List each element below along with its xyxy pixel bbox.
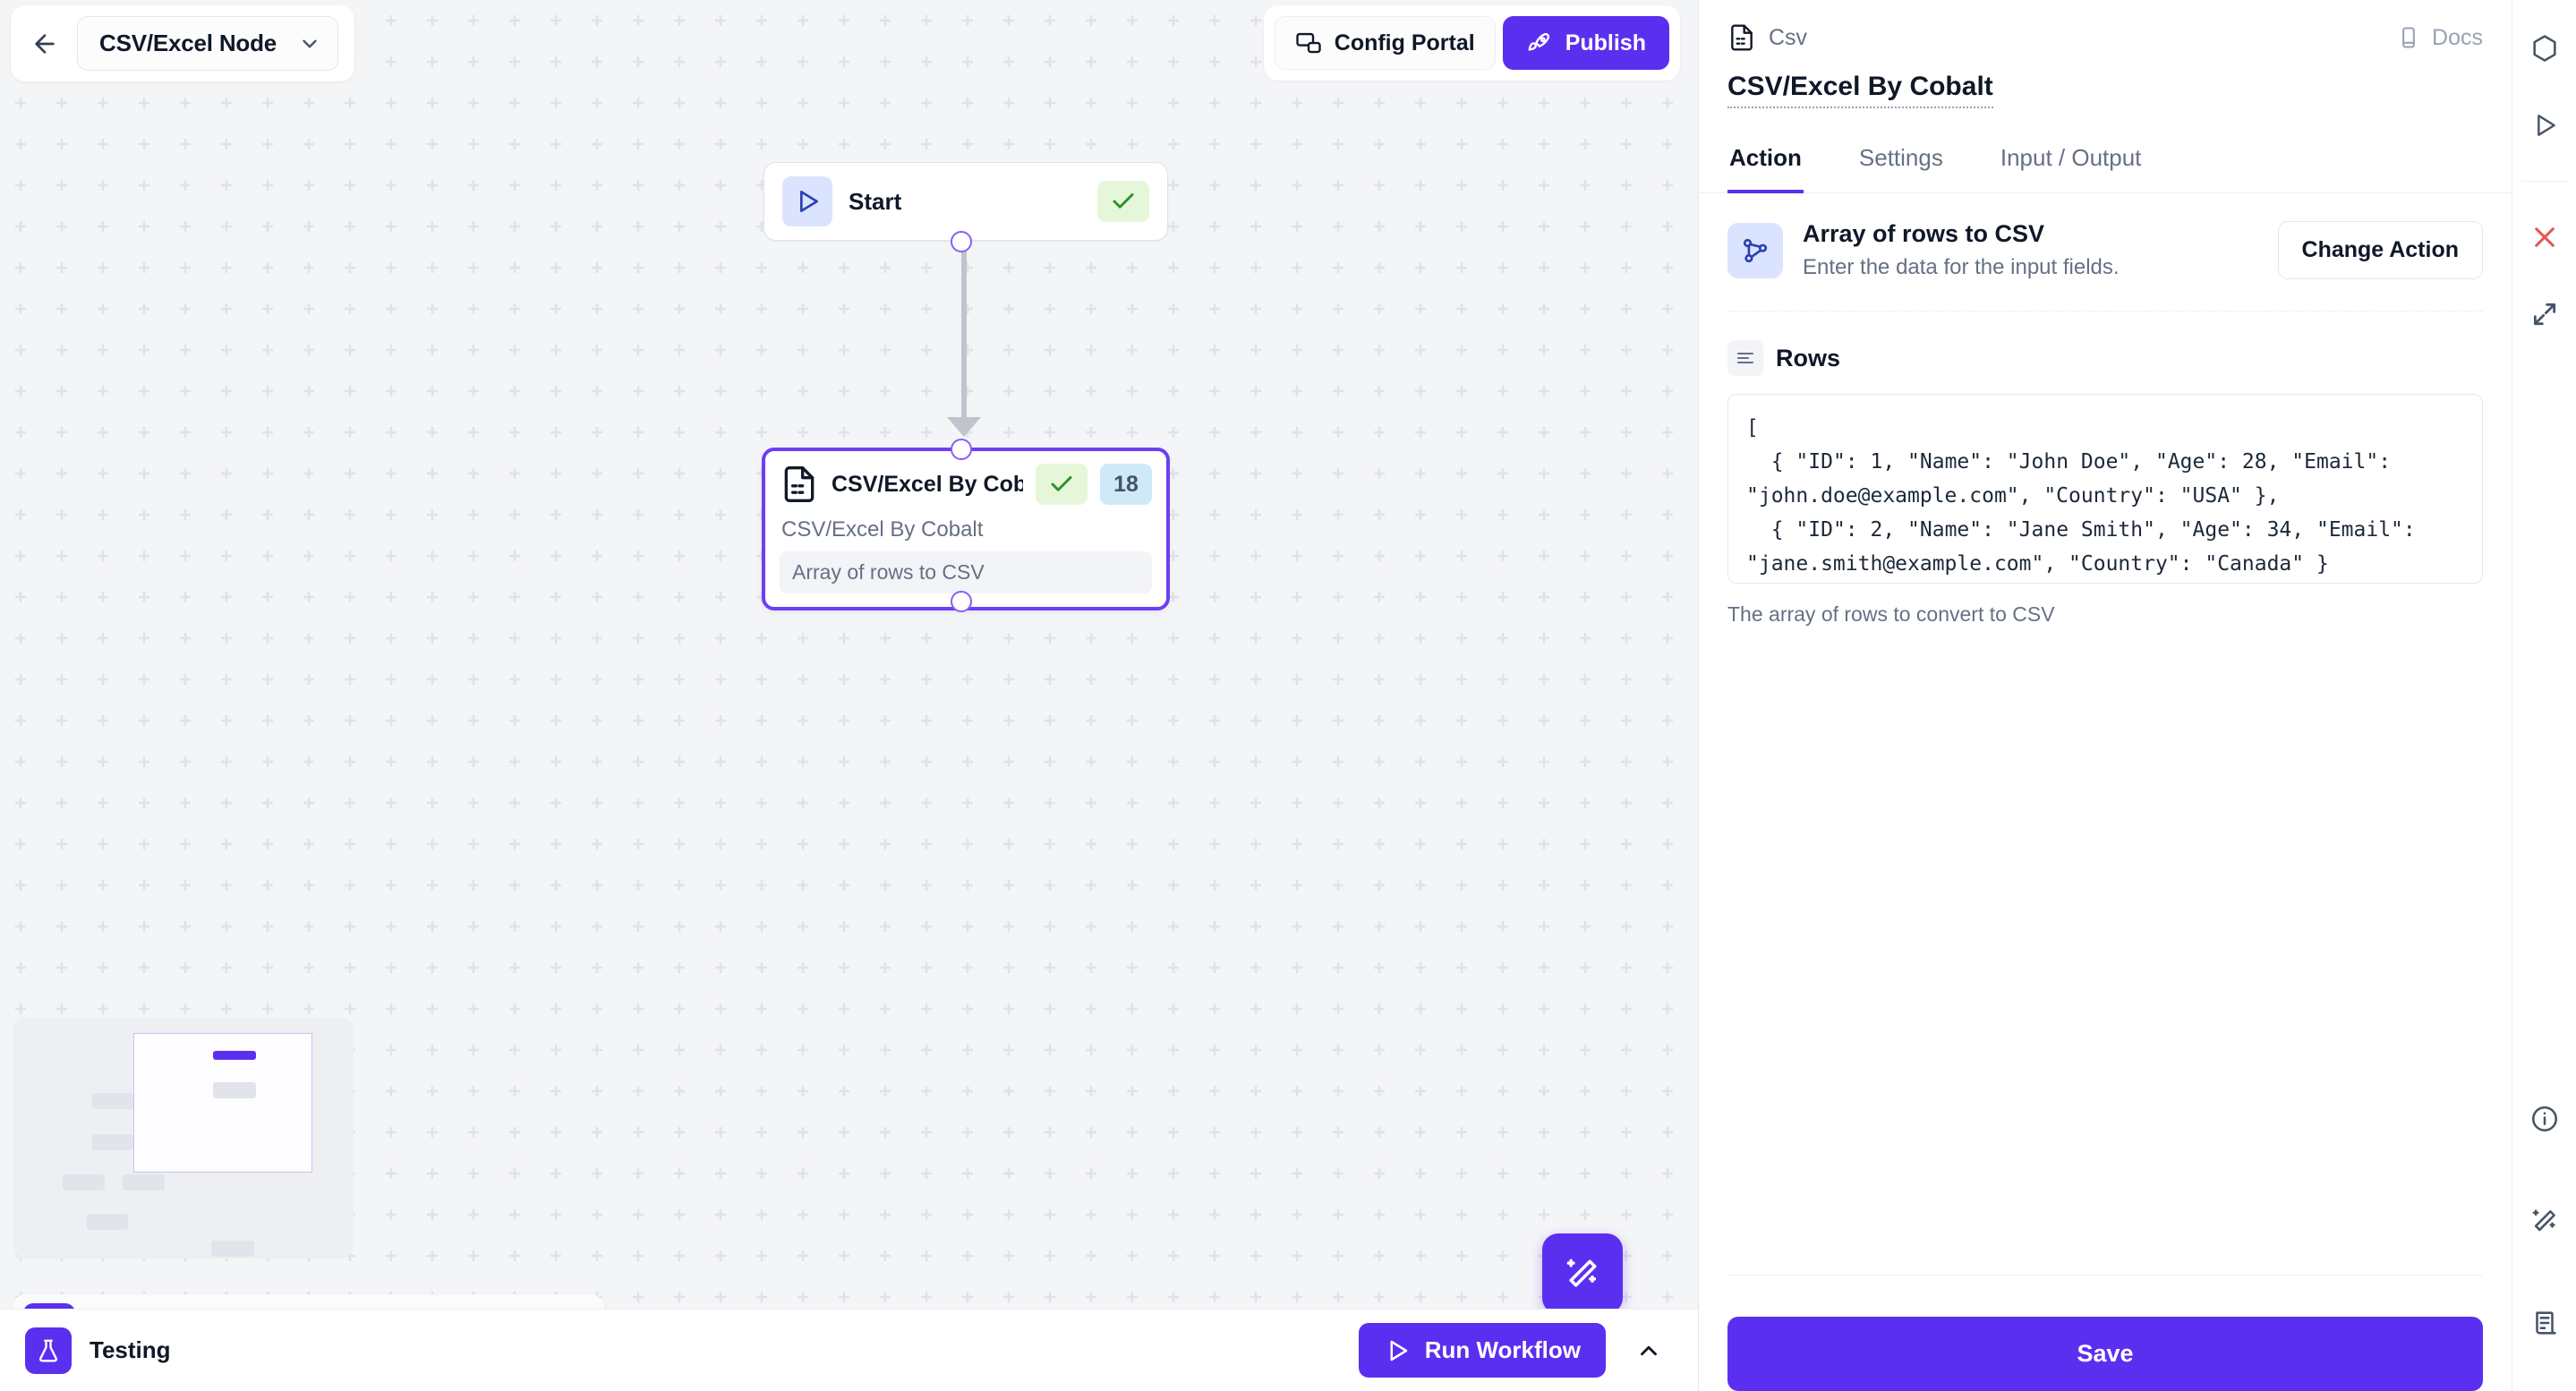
book-icon — [2402, 27, 2415, 48]
back-button[interactable] — [27, 26, 63, 62]
node-selector[interactable]: CSV/Excel Node — [77, 16, 339, 71]
change-action-button[interactable]: Change Action — [2277, 221, 2483, 279]
config-portal-button[interactable]: Config Portal — [1274, 16, 1496, 70]
run-workflow-button[interactable]: Run Workflow — [1358, 1323, 1606, 1378]
right-icon-rail — [2512, 0, 2576, 1391]
hexagon-icon[interactable] — [2520, 23, 2570, 73]
docs-link[interactable]: Docs — [2396, 25, 2483, 51]
chevron-down-icon — [298, 32, 321, 55]
arrow-left-icon — [35, 33, 55, 54]
tab-settings[interactable]: Settings — [1858, 144, 1943, 171]
canvas-topbar-left: CSV/Excel Node — [11, 5, 355, 81]
bottom-status-bar: Testing Run Workflow — [0, 1309, 1698, 1391]
node-start[interactable]: Start — [763, 162, 1168, 241]
node-csv-status-badge — [1036, 464, 1088, 505]
canvas-topbar-right: Config Portal Publish — [1263, 5, 1680, 81]
panel-title: CSV/Excel By Cobalt — [1727, 72, 1993, 108]
file-csv-icon — [1731, 24, 1753, 51]
node-graph-icon — [1727, 222, 1783, 278]
logs-icon[interactable] — [2520, 1298, 2570, 1348]
action-subtitle: Enter the data for the input fields. — [1803, 255, 2120, 279]
selected-action-row: Array of rows to CSV Enter the data for … — [1727, 193, 2483, 311]
node-connection-arrow — [947, 417, 981, 437]
config-portal-label: Config Portal — [1334, 30, 1475, 55]
minimap-node — [211, 1241, 254, 1257]
play-icon — [782, 176, 832, 226]
chevron-up-icon — [1641, 1345, 1657, 1355]
rows-field-help: The array of rows to convert to CSV — [1727, 602, 2055, 626]
play-icon — [1390, 1340, 1407, 1361]
minimap-node — [213, 1051, 256, 1060]
run-workflow-label: Run Workflow — [1424, 1336, 1581, 1363]
csv-node-input-handle[interactable] — [951, 439, 972, 460]
workflow-canvas[interactable]: CSV/Excel Node Config Portal — [0, 0, 1699, 1391]
panel-eyebrow-label: Csv — [1769, 24, 1808, 50]
info-icon[interactable] — [2520, 1094, 2570, 1144]
node-csv-subtitle: CSV/Excel By Cobalt — [781, 517, 984, 542]
panel-eyebrow: Csv Docs — [1727, 23, 2483, 52]
minimap-node — [63, 1174, 105, 1190]
rail-bottom-group — [2520, 1094, 2570, 1391]
save-section: Save — [1699, 1276, 2512, 1391]
node-start-title: Start — [849, 187, 902, 215]
list-icon — [1727, 340, 1763, 376]
panel-tabs: Action Settings Input / Output — [1699, 132, 2512, 193]
ai-assist-fab[interactable] — [1542, 1233, 1623, 1314]
docs-label: Docs — [2432, 24, 2483, 50]
node-csv-excel[interactable]: CSV/Excel By Cob... 18 CSV/Excel By Coba… — [762, 448, 1170, 610]
canvas-minimap[interactable] — [13, 1017, 354, 1259]
file-csv-icon — [784, 466, 815, 502]
rows-input[interactable] — [1727, 394, 2483, 584]
action-title: Array of rows to CSV — [1803, 220, 2045, 247]
check-icon — [1051, 476, 1072, 491]
panel-body: Array of rows to CSV Enter the data for … — [1699, 193, 2512, 1275]
flask-icon — [25, 1327, 72, 1374]
expand-panel-button[interactable] — [1624, 1326, 1674, 1376]
expand-icon[interactable] — [2520, 289, 2570, 339]
node-csv-title: CSV/Excel By Cob... — [832, 471, 1023, 497]
rocket-icon — [1528, 32, 1549, 51]
rows-field-header: Rows — [1727, 340, 2483, 376]
minimap-node — [87, 1214, 128, 1230]
tab-input-output[interactable]: Input / Output — [2000, 144, 2142, 171]
node-connection-edge — [961, 242, 967, 426]
minimap-node — [213, 1082, 256, 1098]
rows-field-label: Rows — [1776, 344, 1841, 371]
node-selector-label: CSV/Excel Node — [99, 30, 277, 56]
node-config-panel: Csv Docs CSV/Excel By Cobalt Action Sett… — [1699, 0, 2512, 1391]
minimap-node — [92, 1134, 133, 1150]
node-csv-action-pill[interactable]: Array of rows to CSV — [780, 551, 1152, 593]
publish-label: Publish — [1565, 30, 1646, 55]
csv-node-output-handle[interactable] — [951, 591, 972, 612]
node-csv-count-badge: 18 — [1100, 464, 1152, 505]
save-button[interactable]: Save — [1727, 1317, 2483, 1391]
check-icon — [1113, 193, 1134, 209]
action-texts: Array of rows to CSV Enter the data for … — [1803, 220, 2258, 280]
magic-wand-icon — [1566, 1259, 1597, 1287]
tab-action[interactable]: Action — [1727, 132, 1804, 193]
minimap-node — [92, 1093, 133, 1109]
start-node-output-handle[interactable] — [951, 231, 972, 252]
status-badge — [1097, 181, 1149, 222]
rail-divider — [2521, 181, 2568, 182]
testing-label: Testing — [90, 1336, 171, 1363]
magic-wand-icon[interactable] — [2520, 1196, 2570, 1246]
panel-divider — [1727, 1275, 2483, 1276]
play-icon[interactable] — [2520, 100, 2570, 150]
panel-header: Csv Docs CSV/Excel By Cobalt — [1699, 0, 2512, 108]
close-icon[interactable] — [2520, 212, 2570, 262]
screen-share-icon — [1296, 32, 1321, 54]
publish-button[interactable]: Publish — [1502, 16, 1669, 70]
minimap-node — [123, 1174, 165, 1190]
